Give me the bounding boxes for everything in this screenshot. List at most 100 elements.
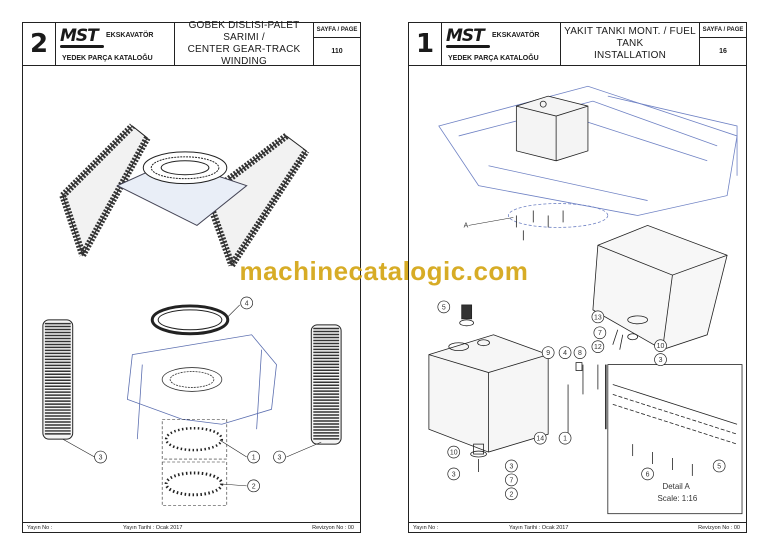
svg-text:6: 6 xyxy=(646,471,650,478)
bolt-ring-1 xyxy=(161,418,228,460)
svg-text:3: 3 xyxy=(99,455,103,462)
svg-text:4: 4 xyxy=(245,300,249,307)
detail-a-box xyxy=(607,364,743,515)
right-page-label: SAYFA / PAGE xyxy=(700,23,746,38)
svg-text:3: 3 xyxy=(659,357,663,364)
svg-text:4: 4 xyxy=(563,350,567,357)
right-section-number: 1 xyxy=(409,23,442,65)
callout-3-left: 3 xyxy=(94,450,107,464)
filler-cap-parts xyxy=(459,304,487,472)
svg-text:1: 1 xyxy=(252,455,256,462)
right-page-title: YAKIT TANKI MONT. / FUEL TANK INSTALLATI… xyxy=(561,23,700,65)
svg-text:5: 5 xyxy=(717,463,721,470)
loose-track-right xyxy=(310,324,342,445)
left-footer-revizyon: Revizyon No : 00 xyxy=(312,524,354,531)
mounted-fuel-tank xyxy=(515,95,589,162)
callout-7-lower: 7 xyxy=(505,473,518,487)
callout-9: 9 xyxy=(541,346,555,359)
left-title-line-2: CENTER GEAR-TRACK WINDING xyxy=(187,44,301,67)
right-page-header: 1 MST EKSKAVATÖR YEDEK PARÇA KATALOĞU YA… xyxy=(409,23,746,66)
svg-text:9: 9 xyxy=(546,350,550,357)
left-page-header: 2 MST EKSKAVATÖR YEDEK PARÇA KATALOĞU GO… xyxy=(23,20,360,67)
callout-1: 1 xyxy=(558,431,572,445)
left-brand-block: MST EKSKAVATÖR YEDEK PARÇA KATALOĞU xyxy=(56,23,175,65)
svg-text:12: 12 xyxy=(594,344,602,351)
svg-text:3: 3 xyxy=(278,455,282,462)
exploded-fuel-tank xyxy=(428,334,549,453)
callout-4: 4 xyxy=(240,296,253,310)
bolt-ring-2 xyxy=(161,461,228,507)
assembled-center-frame xyxy=(116,151,248,226)
callout-12: 12 xyxy=(591,340,605,353)
right-catalog-page: 1 MST EKSKAVATÖR YEDEK PARÇA KATALOĞU YA… xyxy=(408,22,747,533)
right-footer-yayin-no: Yayın No : xyxy=(413,524,439,531)
detail-ref-a: A xyxy=(464,222,469,229)
left-parts-drawing: 4 1 2 3 3 xyxy=(23,66,360,522)
callout-5-top: 5 xyxy=(437,300,451,314)
left-callouts: 4 1 2 3 3 xyxy=(94,296,286,493)
right-catalog-label: YEDEK PARÇA KATALOĞU xyxy=(448,55,539,62)
svg-text:10: 10 xyxy=(657,343,665,350)
svg-text:13: 13 xyxy=(594,314,602,321)
left-leader-lines xyxy=(62,304,322,487)
right-logo-swoosh xyxy=(446,45,490,48)
left-footer-yayin-no: Yayın No : xyxy=(27,524,53,531)
callout-3-lower-left: 3 xyxy=(447,467,461,481)
svg-text:14: 14 xyxy=(536,436,544,443)
callout-10-lower: 10 xyxy=(447,445,461,459)
left-page-number: 110 xyxy=(331,48,343,55)
left-brand-subtitle: EKSKAVATÖR xyxy=(106,32,154,39)
left-footer-yayin-tarihi: Yayın Tarihi : Ocak 2017 xyxy=(123,524,183,531)
left-section-number: 2 xyxy=(23,23,56,65)
svg-text:2: 2 xyxy=(252,483,256,490)
svg-text:5: 5 xyxy=(442,304,446,311)
left-page-label: SAYFA / PAGE xyxy=(314,23,360,38)
right-footer-revizyon: Revizyon No : 00 xyxy=(698,524,740,531)
side-gauge-parts xyxy=(567,362,607,435)
left-page-title: GOBEK DISLISI-PALET SARIMI / CENTER GEAR… xyxy=(175,20,314,67)
left-title-line-1: GOBEK DISLISI-PALET SARIMI / xyxy=(188,20,300,43)
callout-13: 13 xyxy=(591,310,605,324)
left-exploded-view: 4 1 2 3 3 xyxy=(42,123,342,507)
callout-3-upper: 3 xyxy=(654,353,667,366)
callout-10-upper: 10 xyxy=(654,339,667,353)
assembled-left-track xyxy=(59,123,151,257)
left-brand-logo: MST xyxy=(60,26,99,46)
tank-underside-view xyxy=(592,224,728,351)
detail-a-caption: Detail A xyxy=(662,482,690,491)
mounting-bolts-a xyxy=(515,210,564,241)
right-brand-logo: MST xyxy=(446,26,485,46)
exploded-center-frame xyxy=(126,334,277,440)
callout-6: 6 xyxy=(641,467,654,481)
left-page-number-box: SAYFA / PAGE 110 xyxy=(314,23,360,65)
left-page-footer: Yayın No : Yayın Tarihi : Ocak 2017 Revi… xyxy=(23,522,360,532)
right-title-line-1: YAKIT TANKI MONT. / FUEL TANK xyxy=(564,26,696,49)
right-brand-block: MST EKSKAVATÖR YEDEK PARÇA KATALOĞU xyxy=(442,23,561,65)
left-catalog-page: 2 MST EKSKAVATÖR YEDEK PARÇA KATALOĞU GO… xyxy=(22,20,361,533)
callout-8: 8 xyxy=(573,346,587,359)
callout-5-detail: 5 xyxy=(712,459,726,473)
svg-text:2: 2 xyxy=(509,491,513,498)
svg-text:3: 3 xyxy=(509,463,513,470)
right-parts-drawing: A xyxy=(409,66,746,522)
callout-3-right: 3 xyxy=(273,450,286,464)
callout-14: 14 xyxy=(533,431,547,445)
svg-text:8: 8 xyxy=(578,350,582,357)
callout-7-upper: 7 xyxy=(593,326,607,340)
right-page-number-box: SAYFA / PAGE 16 xyxy=(700,23,746,65)
right-page-number: 16 xyxy=(719,48,727,55)
detail-a-scale: Scale: 1:16 xyxy=(658,494,698,503)
right-brand-subtitle: EKSKAVATÖR xyxy=(492,32,540,39)
right-footer-yayin-tarihi: Yayın Tarihi : Ocak 2017 xyxy=(509,524,569,531)
callout-4: 4 xyxy=(558,346,572,359)
right-callouts: 5 9 4 8 13 7 12 10 3 14 1 10 3 3 7 2 6 5 xyxy=(437,300,726,501)
callout-1: 1 xyxy=(247,450,260,464)
left-logo-swoosh xyxy=(60,45,104,48)
svg-text:10: 10 xyxy=(450,450,458,457)
right-page-footer: Yayın No : Yayın Tarihi : Ocak 2017 Revi… xyxy=(409,522,746,532)
underside-small-parts xyxy=(612,329,639,350)
right-title-line-2: INSTALLATION xyxy=(593,50,667,61)
callout-2: 2 xyxy=(505,487,518,501)
exploded-slewing-ring xyxy=(150,304,230,336)
callout-2: 2 xyxy=(247,479,260,493)
